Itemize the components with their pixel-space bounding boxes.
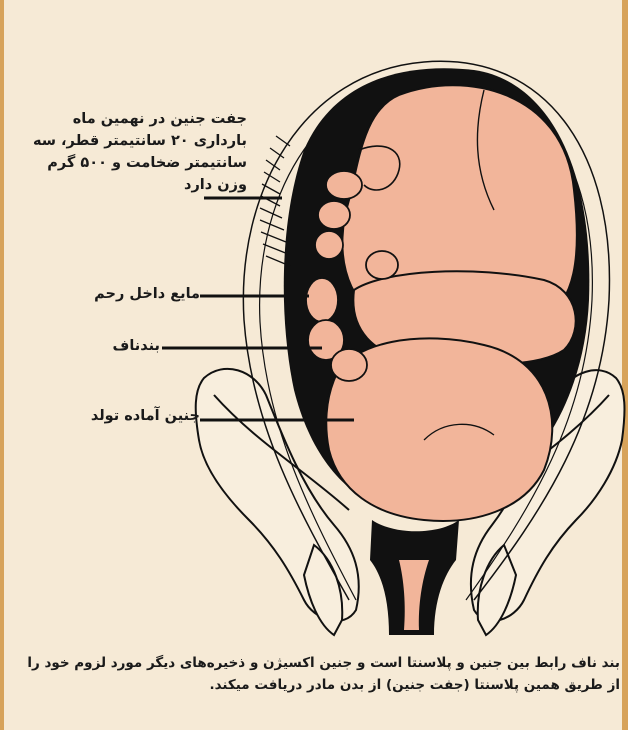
label-umbilical-cord: بندناف [60,338,160,354]
label-fetus: جنین آماده تولد [60,408,200,424]
caption: بند ناف رابط بین جنین و پلاسنتا است و جن… [16,652,620,696]
label-amniotic-fluid: مایع داخل رحم [60,286,200,302]
label-placenta: جفت جنین در نهمین ماه بارداری ۲۰ سانتیمت… [22,108,247,196]
